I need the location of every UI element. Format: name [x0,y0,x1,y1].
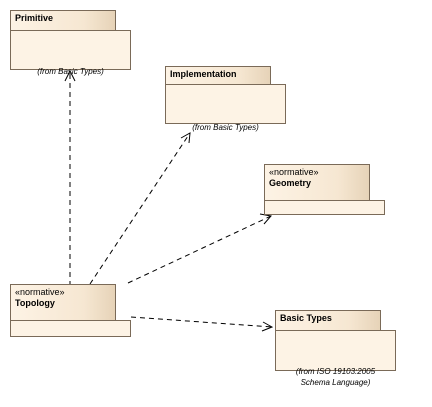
dependency-topology-basic-types [130,316,273,328]
arrowhead-geometry [259,213,272,225]
package-tab: «normative» Geometry [264,164,370,201]
package-tab: Implementation [165,66,271,86]
package-origin-line-2: Schema Language) [300,378,371,387]
package-body [10,30,131,70]
dependency-topology-implementation [89,132,191,285]
arrowhead-implementation [180,132,191,144]
arrowhead-basic-types [261,321,274,332]
package-name: Implementation [170,69,237,79]
package-body [165,84,286,124]
package-name: Topology [15,298,55,308]
package-origin-note: (from ISO 19103:2005 Schema Language) [270,366,401,388]
package-name: Geometry [269,178,312,188]
package-tab: Basic Types [275,310,381,331]
package-origin-note: (from Basic Types) [37,67,104,76]
arrowhead-primitive [64,69,76,82]
package-stereotype: «normative» [15,287,65,297]
package-tab: «normative» Topology [10,284,116,321]
package-origin-line-1: (from ISO 19103:2005 [295,367,376,376]
package-body [264,200,385,215]
package-tab: Primitive [10,10,116,31]
package-name: Primitive [15,13,54,23]
dependency-topology-geometry [127,215,272,284]
package-stereotype: «normative» [269,167,319,177]
package-origin-note: (from Basic Types) [192,123,259,132]
package-body [10,320,131,337]
package-body [275,330,396,371]
package-name: Basic Types [280,313,332,323]
